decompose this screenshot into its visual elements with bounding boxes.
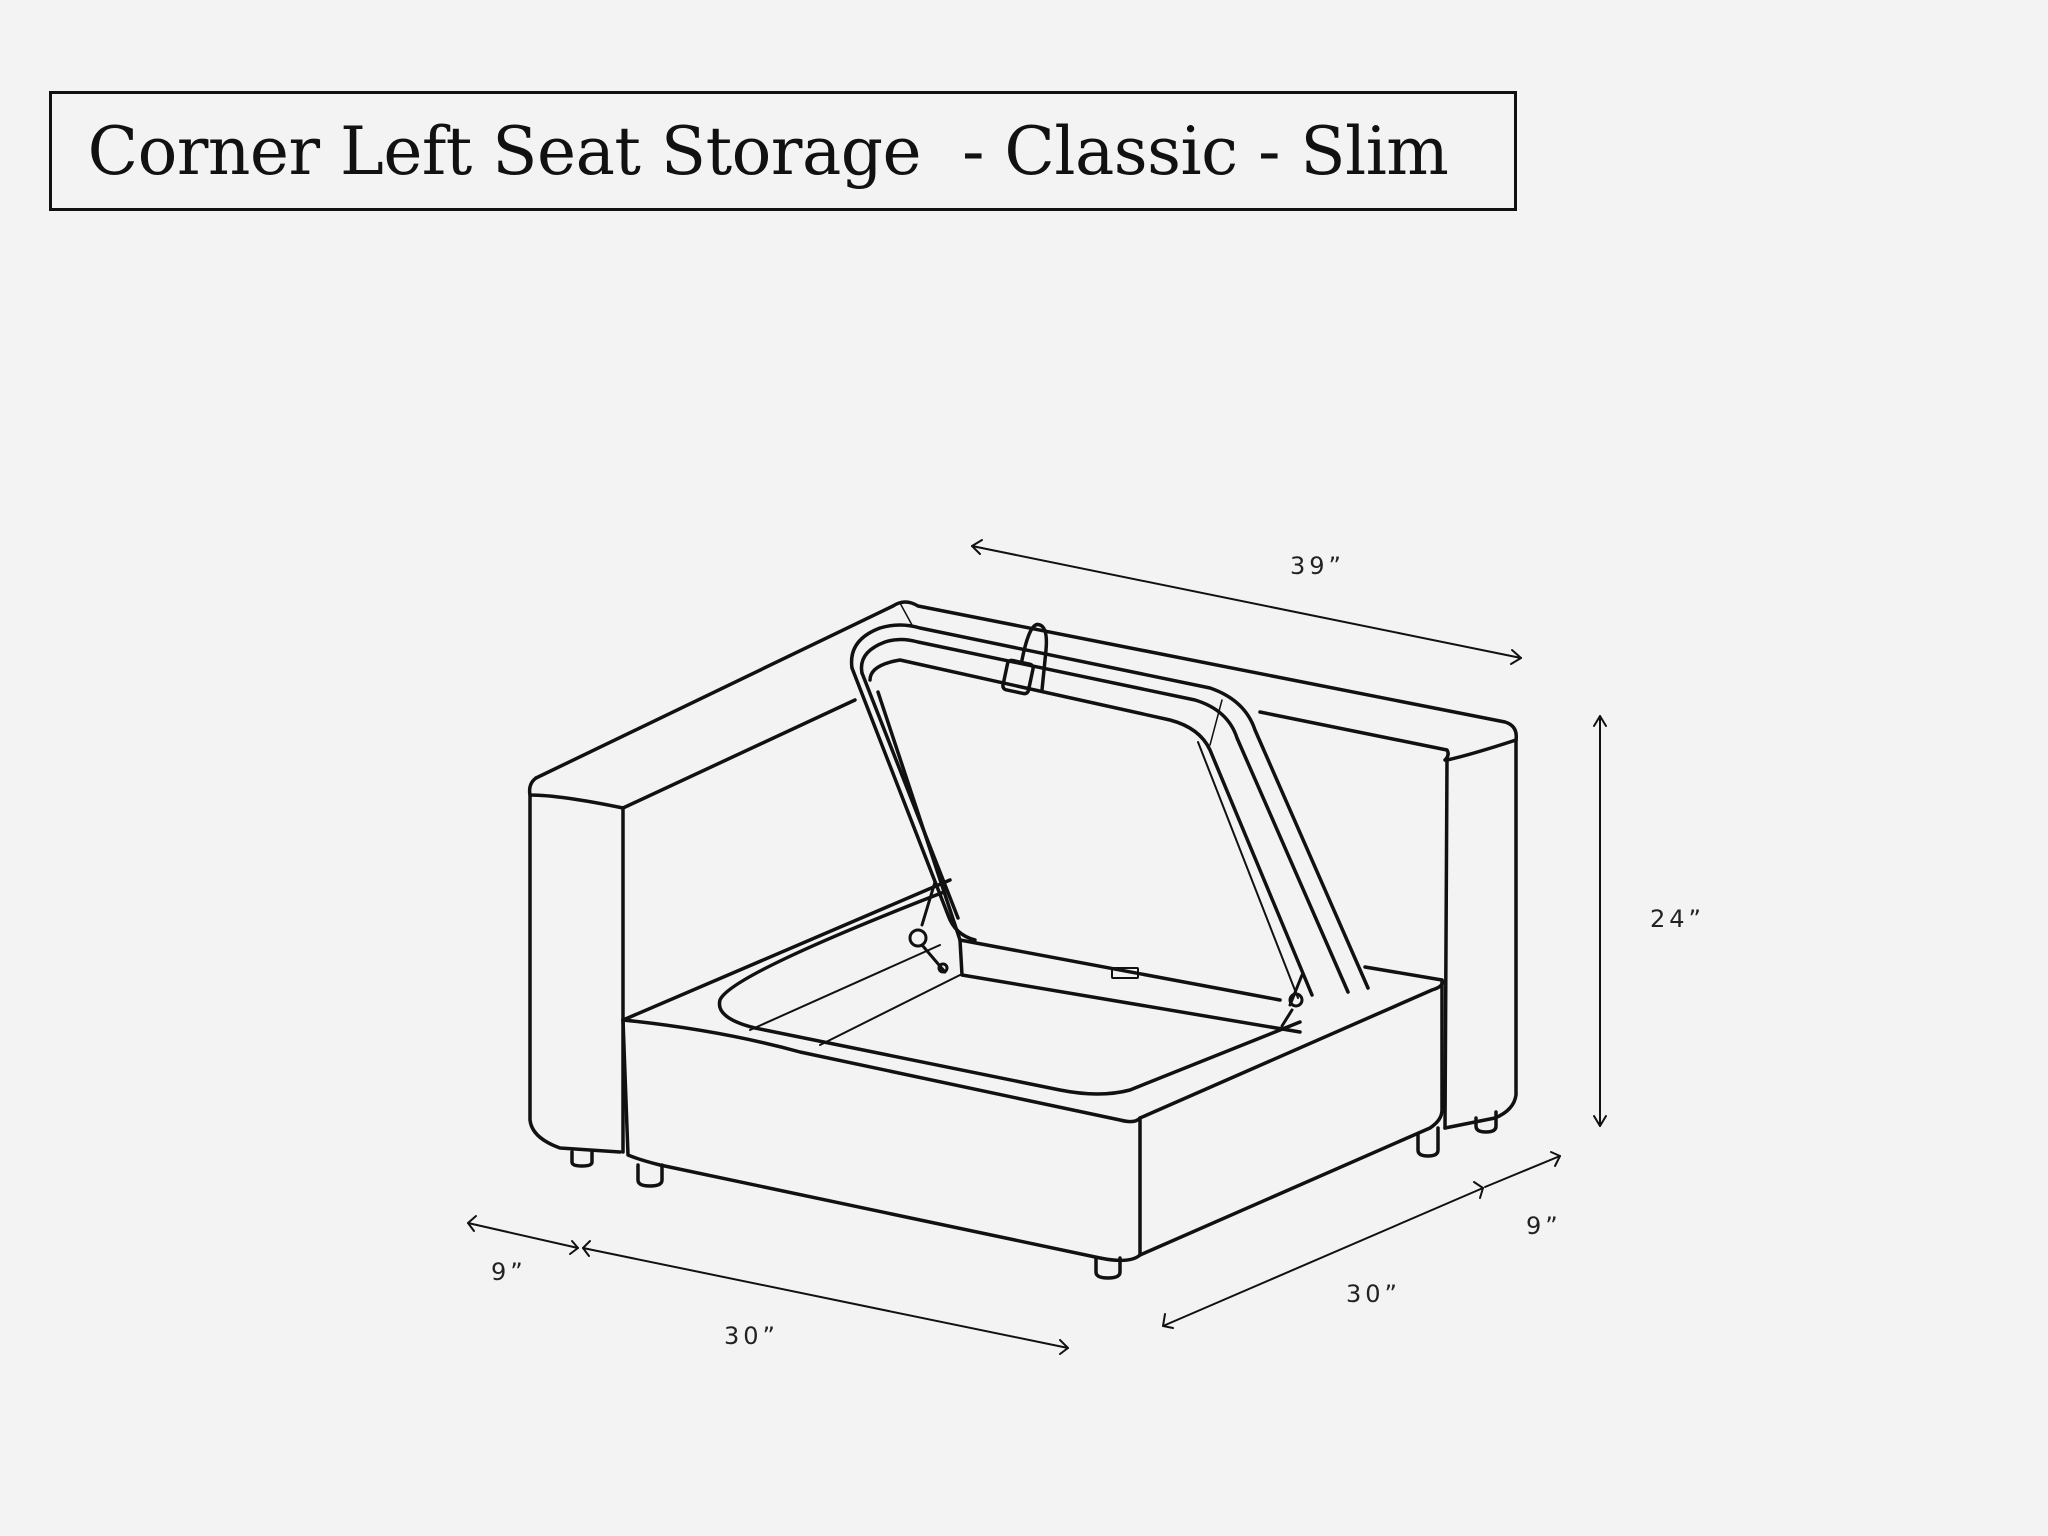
hinge-right	[1280, 973, 1304, 1028]
hinge-left	[908, 880, 949, 974]
dim-label-left-arm: 9”	[491, 1258, 527, 1286]
dim-line-left-seat	[582, 1247, 1069, 1349]
dim-line-right-arm	[1484, 1155, 1561, 1188]
dim-line-right-seat	[1162, 1187, 1484, 1327]
title-box: Corner Left Seat Storage - Classic - Sli…	[49, 91, 1517, 211]
dim-line-left-arm	[467, 1222, 579, 1249]
page-title: Corner Left Seat Storage - Classic - Sli…	[87, 112, 1449, 190]
sofa-legs	[570, 1110, 1498, 1280]
dim-label-right-arm: 9”	[1526, 1212, 1562, 1240]
dim-label-height: 24”	[1650, 905, 1705, 933]
dim-line-top-width	[971, 545, 1522, 659]
dim-label-left-seat: 30”	[724, 1322, 779, 1350]
dim-label-right-seat: 30”	[1346, 1280, 1401, 1308]
lid-handle	[1020, 622, 1049, 692]
sofa-backrest	[527, 600, 1519, 1154]
storage-lid	[849, 622, 1370, 999]
seat-base	[621, 878, 1445, 1263]
dimension-lines	[467, 539, 1607, 1355]
dim-label-top-width: 39”	[1290, 552, 1345, 580]
